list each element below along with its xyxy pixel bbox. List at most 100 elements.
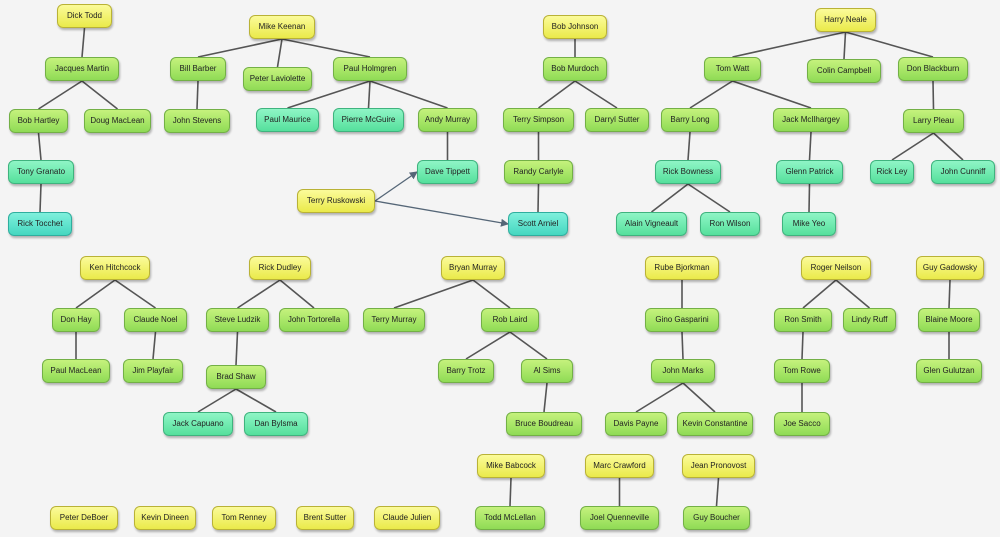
node-joe-sacco[interactable]: Joe Sacco <box>774 412 830 436</box>
node-label: Jacques Martin <box>54 64 110 73</box>
node-gino-gasparini[interactable]: Gino Gasparini <box>645 308 719 332</box>
node-andy-murray[interactable]: Andy Murray <box>418 108 477 132</box>
node-rick-bowness[interactable]: Rick Bowness <box>655 160 721 184</box>
node-randy-carlyle[interactable]: Randy Carlyle <box>504 160 573 184</box>
node-label: Harry Neale <box>824 15 867 24</box>
node-glenn-patrick[interactable]: Glenn Patrick <box>776 160 843 184</box>
node-terry-murray[interactable]: Terry Murray <box>363 308 425 332</box>
node-guy-boucher[interactable]: Guy Boucher <box>683 506 750 530</box>
node-label: Bryan Murray <box>448 263 497 272</box>
edge-randy-carlyle-to-scott-arniel <box>537 183 540 213</box>
node-todd-mclellan[interactable]: Todd McLellan <box>475 506 545 530</box>
node-label: Kevin Dineen <box>141 513 189 522</box>
edge-harry-neale-to-don-blackburn <box>845 31 934 58</box>
node-kevin-constantine[interactable]: Kevin Constantine <box>677 412 753 436</box>
node-blaine-moore[interactable]: Blaine Moore <box>918 308 980 332</box>
node-jim-playfair[interactable]: Jim Playfair <box>123 359 183 383</box>
node-scott-arniel[interactable]: Scott Arniel <box>508 212 568 236</box>
node-peter-laviolette[interactable]: Peter Laviolette <box>243 67 312 91</box>
edge-mike-keenan-to-paul-holmgren <box>281 38 371 58</box>
node-mike-yeo[interactable]: Mike Yeo <box>782 212 836 236</box>
node-barry-long[interactable]: Barry Long <box>661 108 719 132</box>
node-brad-shaw[interactable]: Brad Shaw <box>206 365 266 389</box>
node-bob-hartley[interactable]: Bob Hartley <box>9 109 68 133</box>
node-label: Tom Rowe <box>783 366 821 375</box>
node-label: Doug MacLean <box>90 116 145 125</box>
node-label: Don Hay <box>60 315 92 324</box>
node-davis-payne[interactable]: Davis Payne <box>605 412 667 436</box>
node-john-stevens[interactable]: John Stevens <box>164 109 230 133</box>
node-bill-barber[interactable]: Bill Barber <box>170 57 226 81</box>
node-al-sims[interactable]: Al Sims <box>521 359 573 383</box>
node-paul-maurice[interactable]: Paul Maurice <box>256 108 319 132</box>
node-jacques-martin[interactable]: Jacques Martin <box>45 57 119 81</box>
node-guy-gadowsky[interactable]: Guy Gadowsky <box>916 256 984 280</box>
node-rick-tocchet[interactable]: Rick Tocchet <box>8 212 72 236</box>
node-tom-renney[interactable]: Tom Renney <box>212 506 276 530</box>
node-steve-ludzik[interactable]: Steve Ludzik <box>206 308 269 332</box>
node-lindy-ruff[interactable]: Lindy Ruff <box>843 308 896 332</box>
node-ron-wilson[interactable]: Ron Wilson <box>700 212 760 236</box>
node-dan-bylsma[interactable]: Dan Bylsma <box>244 412 308 436</box>
node-bob-murdoch[interactable]: Bob Murdoch <box>543 57 607 81</box>
node-rick-dudley[interactable]: Rick Dudley <box>249 256 311 280</box>
node-label: John Stevens <box>172 116 222 125</box>
node-dave-tippett[interactable]: Dave Tippett <box>417 160 478 184</box>
node-glen-gulutzan[interactable]: Glen Gulutzan <box>916 359 982 383</box>
node-brent-sutter[interactable]: Brent Sutter <box>296 506 354 530</box>
node-marc-crawford[interactable]: Marc Crawford <box>585 454 654 478</box>
node-ken-hitchcock[interactable]: Ken Hitchcock <box>80 256 150 280</box>
node-pierre-mcguire[interactable]: Pierre McGuire <box>333 108 404 132</box>
node-roger-neilson[interactable]: Roger Neilson <box>801 256 871 280</box>
node-mike-keenan[interactable]: Mike Keenan <box>249 15 315 39</box>
node-tom-watt[interactable]: Tom Watt <box>704 57 761 81</box>
node-label: Mike Babcock <box>486 461 536 470</box>
node-claude-noel[interactable]: Claude Noel <box>124 308 187 332</box>
node-jean-pronovost[interactable]: Jean Pronovost <box>682 454 755 478</box>
node-kevin-dineen[interactable]: Kevin Dineen <box>134 506 196 530</box>
node-bob-johnson[interactable]: Bob Johnson <box>543 15 607 39</box>
node-rick-ley[interactable]: Rick Ley <box>870 160 914 184</box>
edge-bob-murdoch-to-darryl-sutter <box>574 80 618 109</box>
node-doug-maclean[interactable]: Doug MacLean <box>84 109 151 133</box>
node-darryl-sutter[interactable]: Darryl Sutter <box>585 108 649 132</box>
node-label: Pierre McGuire <box>341 115 396 124</box>
node-tony-granato[interactable]: Tony Granato <box>8 160 74 184</box>
edge-brad-shaw-to-jack-capuano <box>197 388 237 413</box>
node-jack-capuano[interactable]: Jack Capuano <box>163 412 233 436</box>
node-label: Barry Long <box>670 115 710 124</box>
node-bruce-boudreau[interactable]: Bruce Boudreau <box>506 412 582 436</box>
node-don-blackburn[interactable]: Don Blackburn <box>898 57 968 81</box>
node-paul-maclean[interactable]: Paul MacLean <box>42 359 110 383</box>
edge-rick-bowness-to-alain-vigneault <box>651 183 689 213</box>
node-terry-simpson[interactable]: Terry Simpson <box>503 108 574 132</box>
node-claude-julien[interactable]: Claude Julien <box>374 506 440 530</box>
node-barry-trotz[interactable]: Barry Trotz <box>438 359 494 383</box>
node-dick-todd[interactable]: Dick Todd <box>57 4 112 28</box>
node-label: Bruce Boudreau <box>515 419 573 428</box>
node-terry-ruskowski[interactable]: Terry Ruskowski <box>297 189 375 213</box>
node-paul-holmgren[interactable]: Paul Holmgren <box>333 57 407 81</box>
node-don-hay[interactable]: Don Hay <box>52 308 100 332</box>
edge-rob-laird-to-barry-trotz <box>465 331 511 360</box>
node-bryan-murray[interactable]: Bryan Murray <box>441 256 505 280</box>
node-harry-neale[interactable]: Harry Neale <box>815 8 876 32</box>
edge-al-sims-to-bruce-boudreau <box>543 382 548 413</box>
node-tom-rowe[interactable]: Tom Rowe <box>774 359 830 383</box>
node-larry-pleau[interactable]: Larry Pleau <box>903 109 964 133</box>
node-john-marks[interactable]: John Marks <box>651 359 715 383</box>
edge-john-marks-to-davis-payne <box>635 382 684 413</box>
node-ron-smith[interactable]: Ron Smith <box>774 308 832 332</box>
node-label: Bill Barber <box>179 64 217 73</box>
node-rube-bjorkman[interactable]: Rube Bjorkman <box>645 256 719 280</box>
node-john-tortorella[interactable]: John Tortorella <box>279 308 349 332</box>
node-jack-mcilhargey[interactable]: Jack McIlhargey <box>773 108 849 132</box>
node-john-cunniff[interactable]: John Cunniff <box>931 160 995 184</box>
node-label: Roger Neilson <box>810 263 862 272</box>
node-joel-quenneville[interactable]: Joel Quenneville <box>580 506 659 530</box>
node-alain-vigneault[interactable]: Alain Vigneault <box>616 212 687 236</box>
node-rob-laird[interactable]: Rob Laird <box>481 308 539 332</box>
node-colin-campbell[interactable]: Colin Campbell <box>807 59 881 83</box>
node-mike-babcock[interactable]: Mike Babcock <box>477 454 545 478</box>
node-peter-deboer[interactable]: Peter DeBoer <box>50 506 118 530</box>
